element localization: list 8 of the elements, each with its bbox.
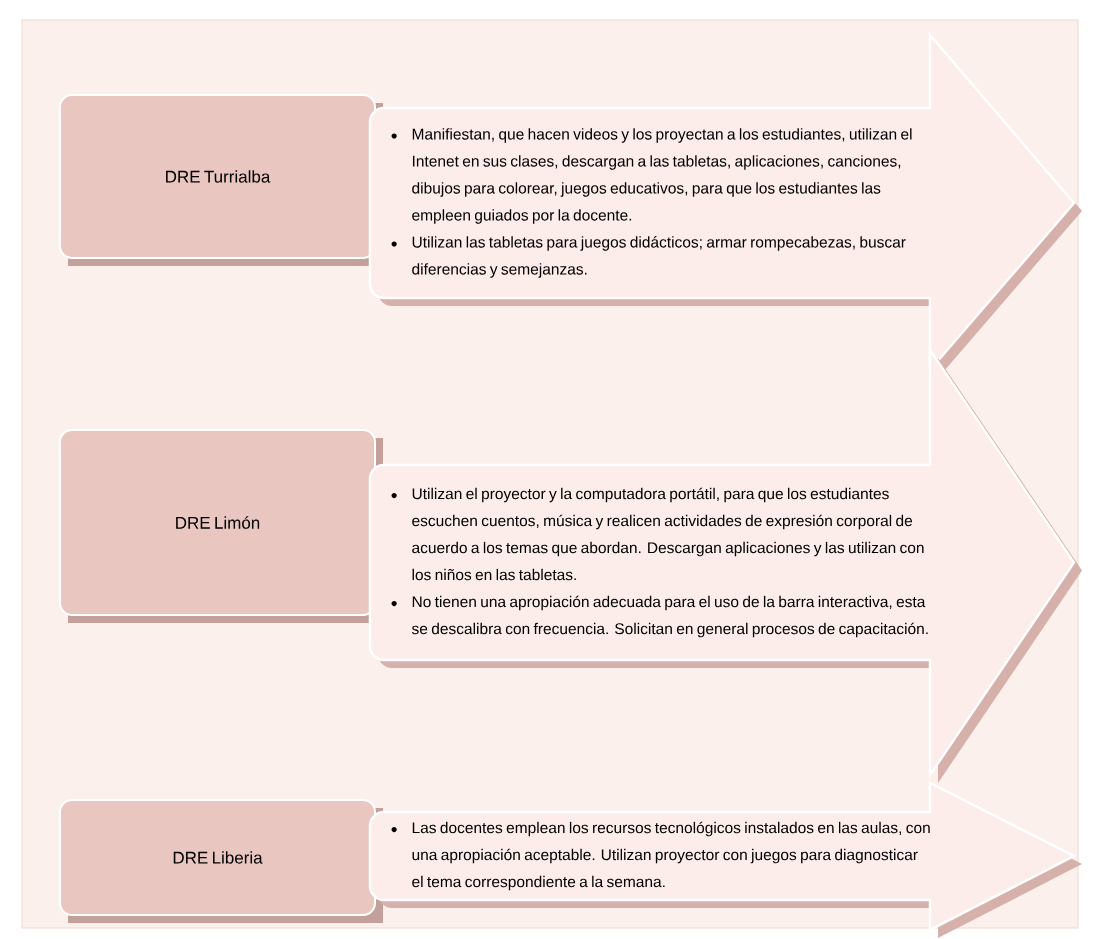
node-label: No tienen una apropiación adecuada para el uso de la barra interactiva, esta se descalibra con frecuencia. Solicitan en general procesos de capacitación. [411,595,928,638]
node-label: Utilizan las tabletas para juegos didácticos; armar rompecabezas, buscar diferencias y semejanzas. [412,236,906,278]
node-label: Utilizan el proyector y la computadora portátil, para que los estudiantes escuchen cuentos, música y realicen actividades de expresión corporal de acuerdo a los temas que abordan. Descargan aplicaciones y las utilizan con los niños en las tabletas. [412,487,924,581]
label-box: DRE Limón [59,429,383,623]
label-box: DRE Liberia [59,799,383,923]
node-label: Manifiestan, que hacen videos y los proyectan a los estudiantes, utilizan el Intenet en sus clases, descargan a las tabletas, aplicaciones, canciones, dibujos para colorear, juegos educativos, para que los estudiantes las empleen guiados por la docente. [412,128,912,224]
label-box: DRE Turrialba [59,94,383,266]
node-label: Las docentes emplean los recursos tecnológicos instalados en las aulas, con una apropiación aceptable. Utilizan proyector con juegos para diagnosticar el tema correspondiente a la semana. [412,821,930,891]
